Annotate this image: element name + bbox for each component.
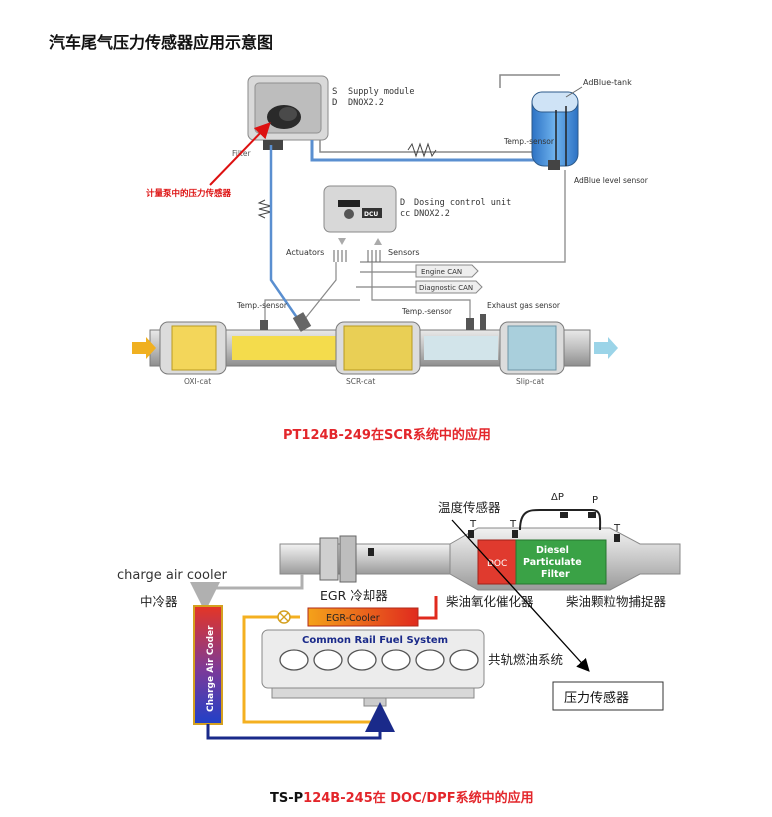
charge-air-coder-label: Charge Air Coder (206, 625, 216, 712)
common-rail-cn-label: 共轨燃油系统 (488, 652, 563, 667)
adblue-tank (531, 91, 579, 170)
exhaust-gas-sensor-label: Exhaust gas sensor (487, 301, 561, 310)
t-mark-1: T (469, 519, 477, 530)
dpf-label-3: Filter (541, 569, 570, 580)
p-label: P (592, 495, 598, 506)
oxi-cat-label: OXI-cat (184, 377, 211, 386)
dcu-model: DNOX2.2 (414, 209, 450, 219)
temp-sensor-tank-label: Temp.-sensor (503, 137, 555, 146)
page-title: 汽车尾气压力传感器应用示意图 (49, 33, 274, 52)
pressure-sensor-arrow (209, 122, 271, 186)
caption-doc-dpf-text: 124B-245在 DOC/DPF系统中的应用 (303, 791, 534, 806)
dpf-exhaust-pipe (279, 527, 681, 591)
dcu-badge: DCU (364, 211, 378, 218)
diagnostic-can-label: Diagnostic CAN (419, 284, 473, 292)
supply-module-model: DNOX2.2 (348, 98, 384, 108)
pressure-sensor-box (552, 681, 664, 711)
temp-sensor-mid-label: Temp.-sensor (401, 307, 453, 316)
t-mark-3: T (613, 523, 621, 534)
exhaust-pipe (132, 312, 618, 375)
pressure-sensor-pointer (451, 519, 590, 672)
charge-air-cooler-cn-label: 中冷器 (140, 594, 178, 609)
line-spring (257, 142, 437, 219)
actuators-label: Actuators (286, 248, 324, 257)
dpf-label-1: Diesel (536, 545, 569, 556)
charge-air-cooler-en-label: charge air cooler (117, 568, 228, 583)
temp-sensor-left-label: Temp.-sensor (236, 301, 288, 310)
supply-module-label: Supply module (348, 87, 415, 97)
pressure-sensor-box-label: 压力传感器 (564, 690, 629, 706)
dpf-cn-label: 柴油颗粒物捕捉器 (566, 594, 667, 609)
adblue-tank-label: AdBlue-tank (583, 78, 632, 87)
t-mark-2: T (509, 519, 517, 530)
common-rail-en-label: Common Rail Fuel System (302, 635, 448, 646)
dcu-label: Dosing control unit (414, 198, 511, 208)
dpf-block (515, 539, 607, 585)
temp-sensor-cn-label: 温度传感器 (438, 500, 501, 515)
supply-module-d: D (332, 98, 337, 108)
sensors-label: Sensors (388, 248, 420, 257)
charge-air-return-line (206, 702, 395, 740)
doc-label: DOC (487, 559, 507, 569)
slip-cat-label: Slip-cat (516, 377, 544, 386)
egr-cooler-en-label: EGR-Cooler (326, 613, 380, 624)
intake-line (190, 574, 304, 612)
egr-cooler-cn-label: EGR 冷却器 (320, 588, 388, 603)
doc-dpf-diagram: DOC Diesel Particulate Filter T T T ΔP P… (117, 492, 681, 740)
delta-p-label: ΔP (551, 492, 564, 503)
adblue-level-sensor-label: AdBlue level sensor (574, 176, 649, 185)
dosing-control-unit (323, 185, 397, 233)
engine-can-label: Engine CAN (421, 268, 462, 276)
dcu-cc: cc (400, 209, 410, 219)
scr-diagram: S D Supply module DNOX2.2 Filter 计量泵中的压力… (132, 74, 649, 386)
doc-cn-label: 柴油氧化催化器 (446, 594, 534, 609)
dpf-label-2: Particulate (523, 557, 582, 568)
scr-cat-label: SCR-cat (346, 377, 375, 386)
pressure-sensor-note: 计量泵中的压力传感器 (146, 188, 232, 199)
caption-doc-dpf: TS-P124B-245在 DOC/DPF系统中的应用 (270, 787, 534, 806)
engine-block (261, 629, 485, 707)
dcu-d: D (400, 198, 405, 208)
engine-can-box (415, 264, 479, 278)
diagnostic-can-box (415, 280, 483, 294)
caption-scr: PT124B-249在SCR系统中的应用 (283, 428, 491, 443)
caption-doc-dpf-prefix: TS-P (270, 791, 304, 806)
supply-module-s: S (332, 87, 337, 97)
supply-module (247, 75, 329, 150)
